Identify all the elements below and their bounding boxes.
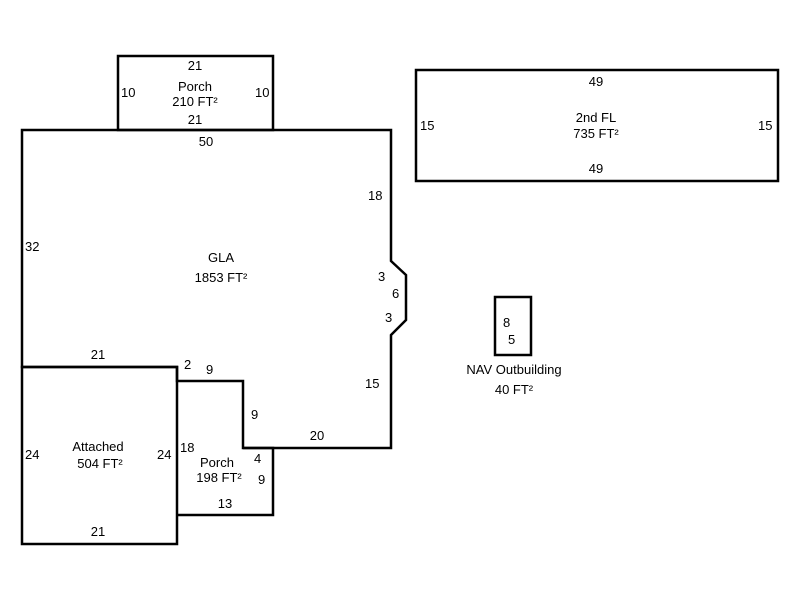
porch-bottom-outline bbox=[177, 446, 275, 517]
gla-dim-bottom: 20 bbox=[310, 428, 324, 443]
attached-outline bbox=[20, 365, 179, 546]
gla-dim-bay-side: 6 bbox=[392, 286, 399, 301]
gla-dim-right-lower: 15 bbox=[365, 376, 379, 391]
porch-top-dim-top: 21 bbox=[188, 58, 202, 73]
gla-dim-left: 32 bbox=[25, 239, 39, 254]
porch-top-dim-bottom: 21 bbox=[188, 112, 202, 127]
gla-dim-right-upper: 18 bbox=[368, 188, 382, 203]
outbuilding-dim-height: 8 bbox=[503, 315, 510, 330]
second-floor-dim-top: 49 bbox=[589, 74, 603, 89]
gla-dim-step-small: 2 bbox=[184, 357, 191, 372]
porch-bottom-name: Porch bbox=[200, 455, 234, 470]
second-floor-name: 2nd FL bbox=[576, 110, 616, 125]
gla-dim-bay-bottom: 3 bbox=[385, 310, 392, 325]
porch-top-dim-left: 10 bbox=[121, 85, 135, 100]
attached-name: Attached bbox=[72, 439, 123, 454]
porch-bottom-dim-bottom: 13 bbox=[218, 496, 232, 511]
gla-area: 1853 FT² bbox=[195, 270, 248, 285]
porch-top-area: 210 FT² bbox=[172, 94, 218, 109]
second-floor-outline bbox=[414, 68, 780, 183]
second-floor-dim-left: 15 bbox=[420, 118, 434, 133]
gla-dim-top: 50 bbox=[199, 134, 213, 149]
gla-dim-attached-top: 21 bbox=[91, 347, 105, 362]
attached-dim-right: 24 bbox=[157, 447, 171, 462]
porch-bottom-dim-right-lower: 9 bbox=[258, 472, 265, 487]
second-floor-dim-bottom: 49 bbox=[589, 161, 603, 176]
attached-dim-bottom: 21 bbox=[91, 524, 105, 539]
gla-name: GLA bbox=[208, 250, 234, 265]
porch-bottom-dim-right-upper: 4 bbox=[254, 451, 261, 466]
gla-dim-step-vertical: 9 bbox=[251, 407, 258, 422]
porch-top-dim-right: 10 bbox=[255, 85, 269, 100]
attached-dim-left: 24 bbox=[25, 447, 39, 462]
gla-outline bbox=[20, 128, 408, 450]
outbuilding-area: 40 FT² bbox=[495, 382, 534, 397]
second-floor-dim-right: 15 bbox=[758, 118, 772, 133]
second-floor-area: 735 FT² bbox=[573, 126, 619, 141]
outbuilding-outline bbox=[493, 295, 533, 357]
gla-dim-bay-top: 3 bbox=[378, 269, 385, 284]
porch-top-name: Porch bbox=[178, 79, 212, 94]
attached-area: 504 FT² bbox=[77, 456, 123, 471]
gla-dim-step-horizontal: 9 bbox=[206, 362, 213, 377]
outbuilding-dim-width: 5 bbox=[508, 332, 515, 347]
outbuilding-name: NAV Outbuilding bbox=[466, 362, 561, 377]
porch-bottom-area: 198 FT² bbox=[196, 470, 242, 485]
porch-bottom-dim-left: 18 bbox=[180, 440, 194, 455]
